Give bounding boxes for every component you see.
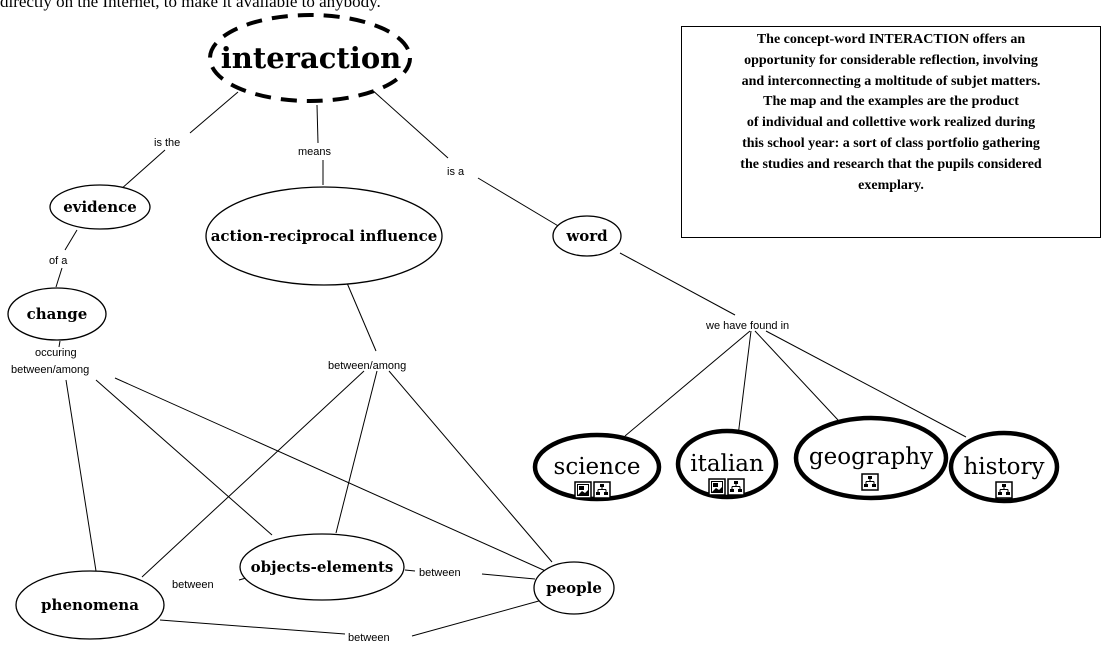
- link-line: [316, 104, 319, 144]
- link-label-between: between: [348, 632, 390, 644]
- subject-label-geography: geography: [809, 444, 933, 470]
- concept-map-resource-icon[interactable]: [593, 481, 611, 499]
- description-line: opportunity for considerable reflection,…: [744, 52, 1038, 68]
- concept-label-word: word: [565, 227, 608, 245]
- description-line: exemplary.: [858, 177, 924, 193]
- link-label-occuring: occuring: [35, 347, 77, 359]
- link-line: [737, 330, 752, 437]
- link-line: [369, 87, 449, 159]
- concept-map-resource-icon[interactable]: [727, 478, 745, 496]
- subject-label-history: history: [963, 454, 1044, 480]
- link-line: [189, 91, 239, 134]
- concept-label-objects-elements: objects-elements: [251, 558, 394, 576]
- link-line: [477, 177, 566, 231]
- concept-label-evidence: evidence: [63, 198, 137, 216]
- connections: [55, 87, 967, 637]
- link-line: [58, 340, 61, 348]
- subject-science[interactable]: science: [532, 432, 662, 502]
- concept-label-people: people: [546, 579, 602, 597]
- subject-geography[interactable]: geography: [793, 415, 949, 501]
- link-line: [64, 229, 78, 251]
- concept-action-reciprocal-influence: action-reciprocal influence: [205, 186, 443, 286]
- link-line: [335, 370, 378, 534]
- concept-label-action-reciprocal-influence: action-reciprocal influence: [211, 227, 438, 245]
- description-box: The concept-word INTERACTION offers an o…: [681, 26, 1101, 238]
- concept-label-phenomena: phenomena: [41, 596, 139, 614]
- link-line: [411, 598, 547, 637]
- link-line: [114, 377, 560, 578]
- concept-label-interaction: interaction: [221, 41, 402, 75]
- description-line: and interconnecting a moltitude of subje…: [741, 73, 1041, 89]
- concept-objects-elements: objects-elements: [239, 533, 405, 601]
- link-label-of-a: of a: [49, 255, 68, 267]
- link-label-is-the: is the: [154, 137, 180, 149]
- concept-phenomena: phenomena: [15, 570, 165, 640]
- image-resource-icon[interactable]: [708, 478, 726, 496]
- subject-label-science: science: [554, 454, 641, 480]
- link-label-is-a: is a: [447, 166, 465, 178]
- link-line: [119, 149, 166, 191]
- link-line: [388, 370, 553, 563]
- link-line: [346, 282, 377, 352]
- concept-evidence: evidence: [49, 184, 151, 230]
- link-label-between-among-center: between/among: [328, 360, 406, 372]
- link-line: [481, 573, 536, 580]
- link-line: [404, 569, 416, 572]
- link-line: [65, 379, 97, 572]
- description-line: the studies and research that the pupils…: [740, 156, 1042, 172]
- link-line: [95, 379, 273, 536]
- link-line: [619, 252, 736, 316]
- link-line: [159, 619, 346, 635]
- concept-interaction: interaction: [208, 13, 412, 103]
- concept-map-resource-icon[interactable]: [861, 473, 879, 491]
- link-label-between: between: [172, 579, 214, 591]
- link-line: [141, 370, 365, 578]
- link-line: [624, 330, 751, 437]
- link-line: [765, 330, 967, 438]
- concept-change: change: [7, 287, 107, 341]
- top-text-fragment: directly on the Internet, to make it ava…: [0, 0, 381, 11]
- concept-people: people: [533, 561, 615, 615]
- link-labels: is the means is a of a occuring between/…: [11, 137, 789, 644]
- subject-history[interactable]: history: [948, 430, 1060, 504]
- link-label-between-among-left: between/among: [11, 364, 89, 376]
- link-label-we-have-found-in: we have found in: [705, 320, 789, 332]
- concept-word: word: [552, 215, 622, 257]
- concept-label-change: change: [27, 305, 88, 323]
- link-label-means: means: [298, 146, 332, 158]
- image-resource-icon[interactable]: [574, 481, 592, 499]
- description-line: The concept-word INTERACTION offers an: [756, 32, 1026, 47]
- description-line: this school year: a sort of class portfo…: [742, 135, 1040, 151]
- concept-map-resource-icon[interactable]: [995, 481, 1013, 499]
- description-line: of individual and collettive work realiz…: [746, 115, 1036, 131]
- subject-label-italian: italian: [690, 451, 764, 477]
- description-line: The map and the examples are the product: [763, 94, 1019, 110]
- subject-italian[interactable]: italian: [675, 428, 779, 500]
- link-label-between: between: [419, 567, 461, 579]
- link-line: [55, 267, 63, 288]
- link-line: [754, 330, 839, 421]
